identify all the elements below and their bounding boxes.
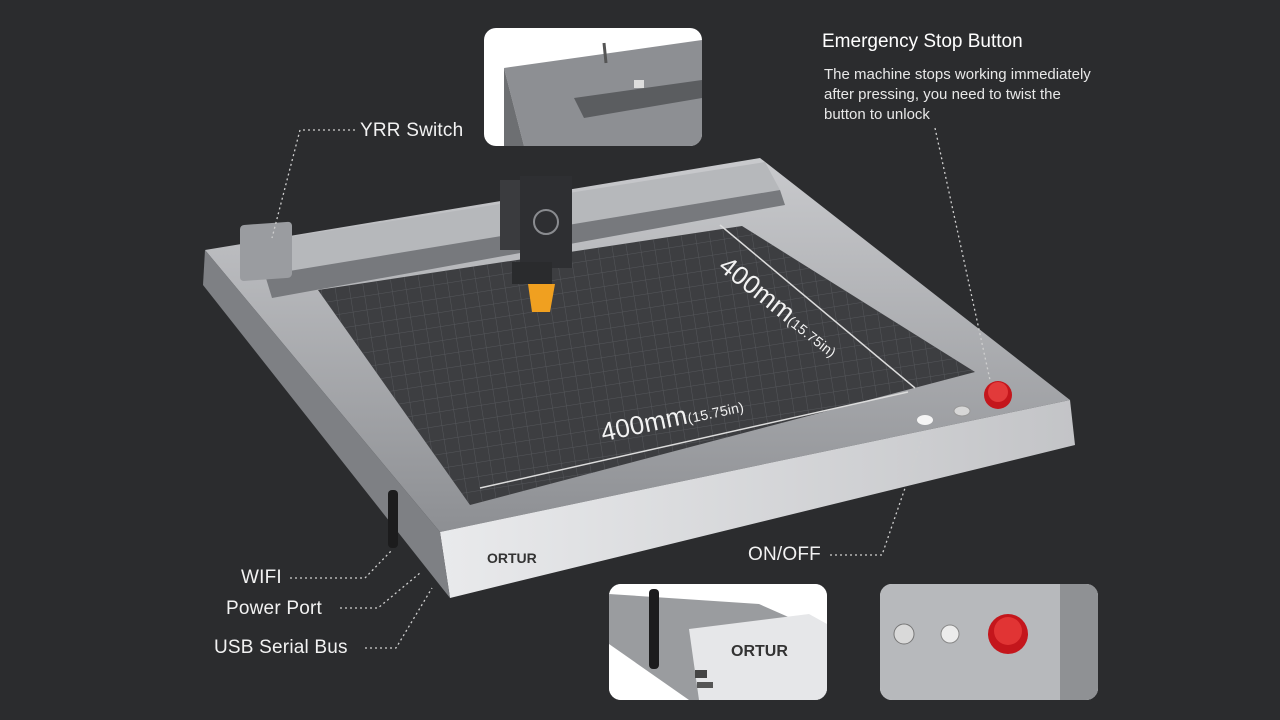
svg-text:ORTUR: ORTUR [731, 643, 788, 660]
usb-serial-bus-label: USB Serial Bus [214, 637, 348, 658]
on-off-label: ON/OFF [748, 544, 821, 565]
power-button-shape [917, 415, 933, 425]
emergency-line-3: button to unlock [824, 106, 930, 123]
yrr-switch-label: YRR Switch [360, 120, 464, 141]
inset-ports: ORTUR [609, 584, 827, 700]
inset-yrr-switch [484, 28, 702, 146]
frame-front [440, 400, 1075, 598]
antenna-shape [388, 490, 398, 548]
emergency-stop-description: The machine stops working immediately af… [824, 65, 1184, 125]
inset-controls [880, 584, 1098, 700]
emergency-line-1: The machine stops working immediately [824, 66, 1091, 83]
svg-text:ORTUR: ORTUR [487, 550, 537, 566]
power-port-label: Power Port [226, 598, 322, 619]
emergency-stop-title: Emergency Stop Button [822, 31, 1023, 52]
laser-module [500, 176, 572, 312]
emergency-line-2: after pressing, you need to twist the [824, 86, 1061, 103]
wifi-label: WIFI [241, 567, 282, 588]
